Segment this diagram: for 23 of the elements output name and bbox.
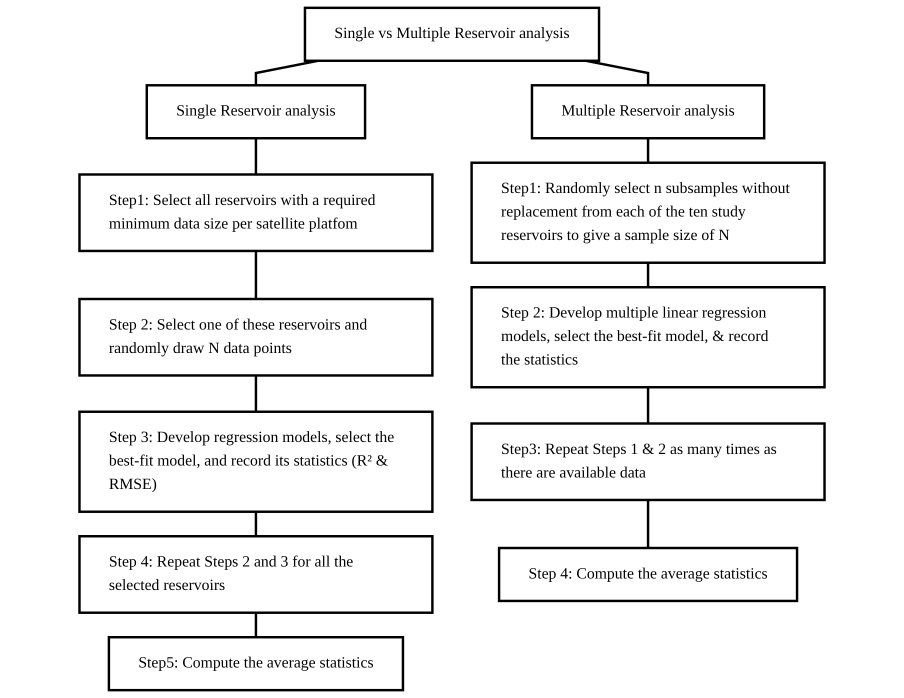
connector: [646, 387, 650, 424]
connector: [646, 262, 650, 288]
node-box: [146, 84, 366, 140]
node-box: [108, 636, 404, 692]
connector: [254, 250, 258, 299]
connector: [646, 500, 650, 548]
node-box: [470, 422, 826, 502]
node-box: [78, 173, 434, 252]
connector: [254, 512, 258, 536]
connector: [254, 375, 258, 412]
node-box: [78, 298, 434, 377]
node-box: [78, 410, 434, 513]
connector: [254, 60, 318, 86]
connector: [646, 138, 650, 163]
node-box: [530, 84, 766, 140]
node-box: [470, 162, 826, 264]
node-box: [498, 546, 798, 602]
connector: [254, 612, 258, 638]
connector: [586, 60, 650, 86]
node-box: [470, 286, 826, 388]
connector: [254, 138, 258, 174]
node-box: [78, 535, 434, 614]
node-box: [304, 6, 600, 62]
